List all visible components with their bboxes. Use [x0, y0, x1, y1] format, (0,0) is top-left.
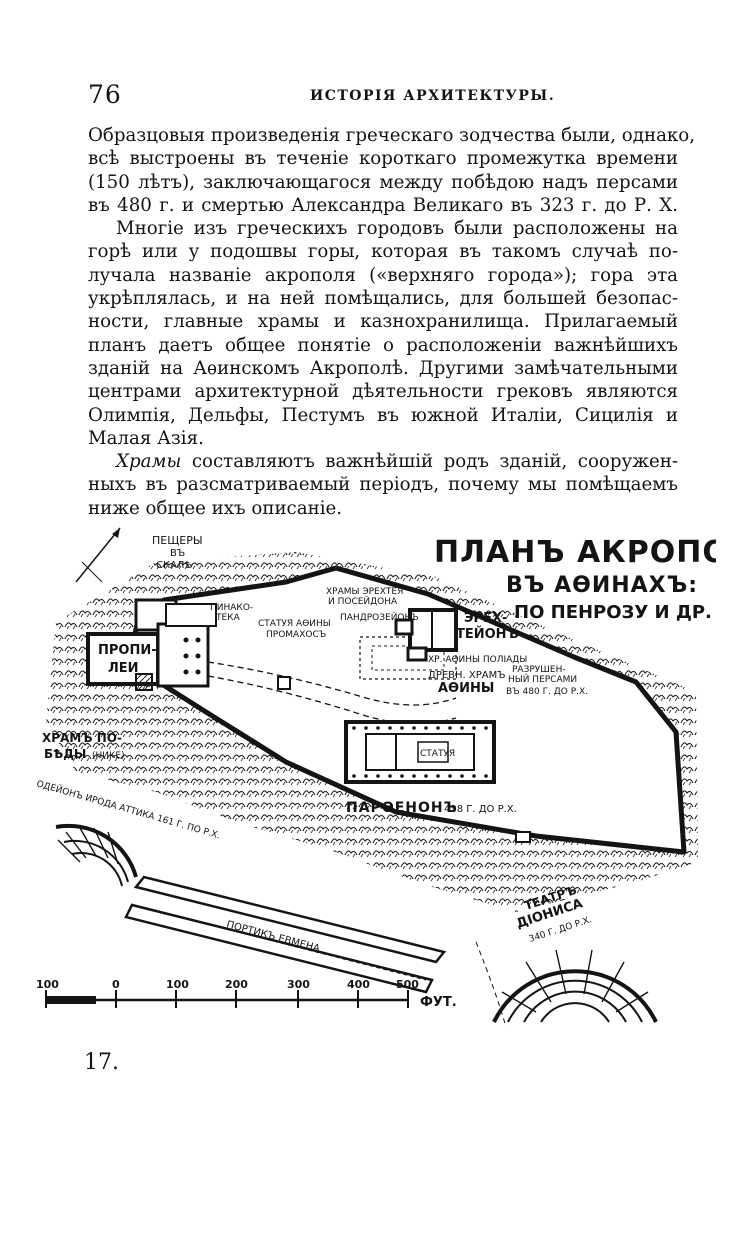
label-pandroseion: ПАНДРОЗЕЙОНЪ: [340, 611, 419, 623]
label-caves-3: СКАЛѢ: [156, 560, 192, 571]
sacred-way: [207, 661, 457, 706]
label-old-temple-1: ДРЕВН. ХРАМЪ: [428, 670, 506, 681]
theatre-of-dionysus: [475, 941, 658, 1028]
north-arrow: [75, 527, 121, 583]
label-erechtheus-2: И ПОСЕЙДОНА: [328, 595, 398, 607]
label-parthenon: ПАРѲЕНОНЪ: [346, 800, 458, 816]
label-destroyed-2: НЫЙ ПЕРСАМИ: [508, 673, 577, 685]
label-pinakoteka-1: ПИНАКО-: [210, 603, 253, 613]
map-title-line2: ВЪ АѲИНАХЪ:: [506, 573, 698, 598]
label-athena-polias: ХР. АѲИНЫ ПОЛІАДЫ: [428, 655, 527, 665]
label-athena-statue-2: ПРОМАХОСЪ: [266, 630, 326, 640]
text-line: ниже общее ихъ описаніе.: [88, 497, 343, 519]
text-line: въ 480 г. и смертью Александра Великаго …: [88, 194, 678, 216]
erechtheion: [394, 608, 458, 662]
text-line: горѣ или у подошвы горы, которая въ тако…: [88, 241, 678, 263]
paragraph-2: Многіе изъ греческихъ городовъ были расп…: [88, 217, 678, 450]
text-line: Многіе изъ греческихъ городовъ были расп…: [116, 218, 678, 240]
map-title-line1: ПЛАНЪ АКРОПОЛЯ: [434, 535, 716, 570]
text-line: центрами архитектурной дѣятельности грек…: [88, 381, 678, 403]
label-propylaea-1: ПРОПИ-: [98, 643, 157, 658]
text-line: планъ даетъ общее понятіе о расположеніи…: [88, 334, 678, 356]
page-header: 76 ИСТОРІЯ АРХИТЕКТУРЫ.: [88, 80, 678, 112]
scale-tick-label: 200: [225, 978, 248, 991]
label-erechtheion-2: ТЕЙОНЪ: [456, 626, 519, 642]
text-line: всѣ выстроены въ теченіе короткаго проме…: [88, 148, 678, 170]
wall-notch: [515, 831, 531, 843]
text-line: ныхъ въ разсматриваемый періодъ, почему …: [88, 474, 678, 496]
italic-lead: Храмы: [116, 451, 182, 473]
text-line: укрѣплялась, и на ней помѣщались, для бо…: [88, 288, 678, 310]
label-erechtheus-1: ХРАМЫ ЭРЕХТЕЯ: [326, 587, 403, 597]
scale-tick-label: 100: [166, 978, 189, 991]
scale-bar: [45, 990, 409, 1008]
text-line: Малая Азія.: [88, 427, 204, 449]
label-destroyed-1: РАЗРУШЕН-: [512, 665, 566, 675]
label-nike-1: ХРАМЪ ПО-: [42, 731, 122, 745]
parthenon: [344, 720, 496, 784]
scale-tick-label: 300: [287, 978, 310, 991]
odeion: [55, 823, 138, 887]
propylaea: [86, 603, 217, 691]
label-caves-2: ВЪ: [170, 548, 185, 559]
label-nike-3: (НИКЕ): [92, 751, 125, 761]
scale-tick-label: 500: [396, 978, 419, 991]
scale-tick-label: 100: [36, 978, 59, 991]
label-erechtheion-1: ЭРЕХ-: [464, 611, 507, 626]
acropolis-plan: ПЛАНЪ АКРОПОЛЯ ВЪ АѲИНАХЪ: ПО ПЕНРОЗУ И …: [36, 522, 716, 1042]
text-line: Храмы составляютъ важнѣйшій родъ зданій,…: [88, 450, 678, 473]
text-line: лучала названіе акрополя («верхняго горо…: [88, 264, 678, 286]
label-propylaea-2: ЛЕИ: [108, 661, 139, 676]
text-line: Образцовыя произведенія греческаго зодче…: [88, 125, 696, 146]
map-title-line3: ПО ПЕНРОЗУ И ДР.: [514, 602, 712, 623]
running-title: ИСТОРІЯ АРХИТЕКТУРЫ.: [310, 88, 556, 104]
label-parthenon-date: 438 Г. ДО Р.Х.: [444, 804, 517, 815]
text-line: (150 лѣтъ), заключающагося между побѣдою…: [88, 171, 678, 193]
scale-unit: ФУТ.: [420, 995, 457, 1010]
text-line: Олимпія, Дельфы, Пестумъ въ южной Италіи…: [88, 404, 678, 426]
label-old-temple-2: АѲИНЫ: [438, 681, 494, 696]
text-line: зданій на Аѳинскомъ Акрополѣ. Другими за…: [88, 357, 678, 379]
sheet-signature: 17.: [84, 1050, 119, 1075]
label-pinakoteka-2: ТЕКА: [215, 613, 241, 623]
scale-tick-label: 0: [112, 978, 120, 991]
label-caves-1: ПЕЩЕРЫ: [152, 534, 203, 547]
paragraph-3: Храмы составляютъ важнѣйшій родъ зданій,…: [88, 450, 678, 520]
label-nike-2: БѢДЫ: [44, 747, 86, 761]
text-line-rest: составляютъ важнѣйшій родъ зданій, соору…: [191, 451, 678, 473]
acropolis-plan-drawing: ПЛАНЪ АКРОПОЛЯ ВЪ АѲИНАХЪ: ПО ПЕНРОЗУ И …: [36, 527, 716, 1028]
label-statue: СТАТУЯ: [420, 749, 455, 759]
text-line: ности, главные храмы и казнохранилища. П…: [88, 311, 678, 333]
promachos-base: [277, 676, 291, 690]
stoa-of-eumenes: [124, 875, 447, 994]
body-text: Образцовыя произведенія греческаго зодче…: [88, 124, 696, 520]
scale-tick-label: 400: [347, 978, 370, 991]
label-athena-statue-1: СТАТУЯ АѲИНЫ: [258, 619, 331, 629]
label-destroyed-3: ВЪ 480 Г. ДО Р.Х.: [506, 687, 588, 697]
paragraph-1: Образцовыя произведенія греческаго зодче…: [88, 124, 696, 217]
page-number: 76: [88, 80, 122, 109]
